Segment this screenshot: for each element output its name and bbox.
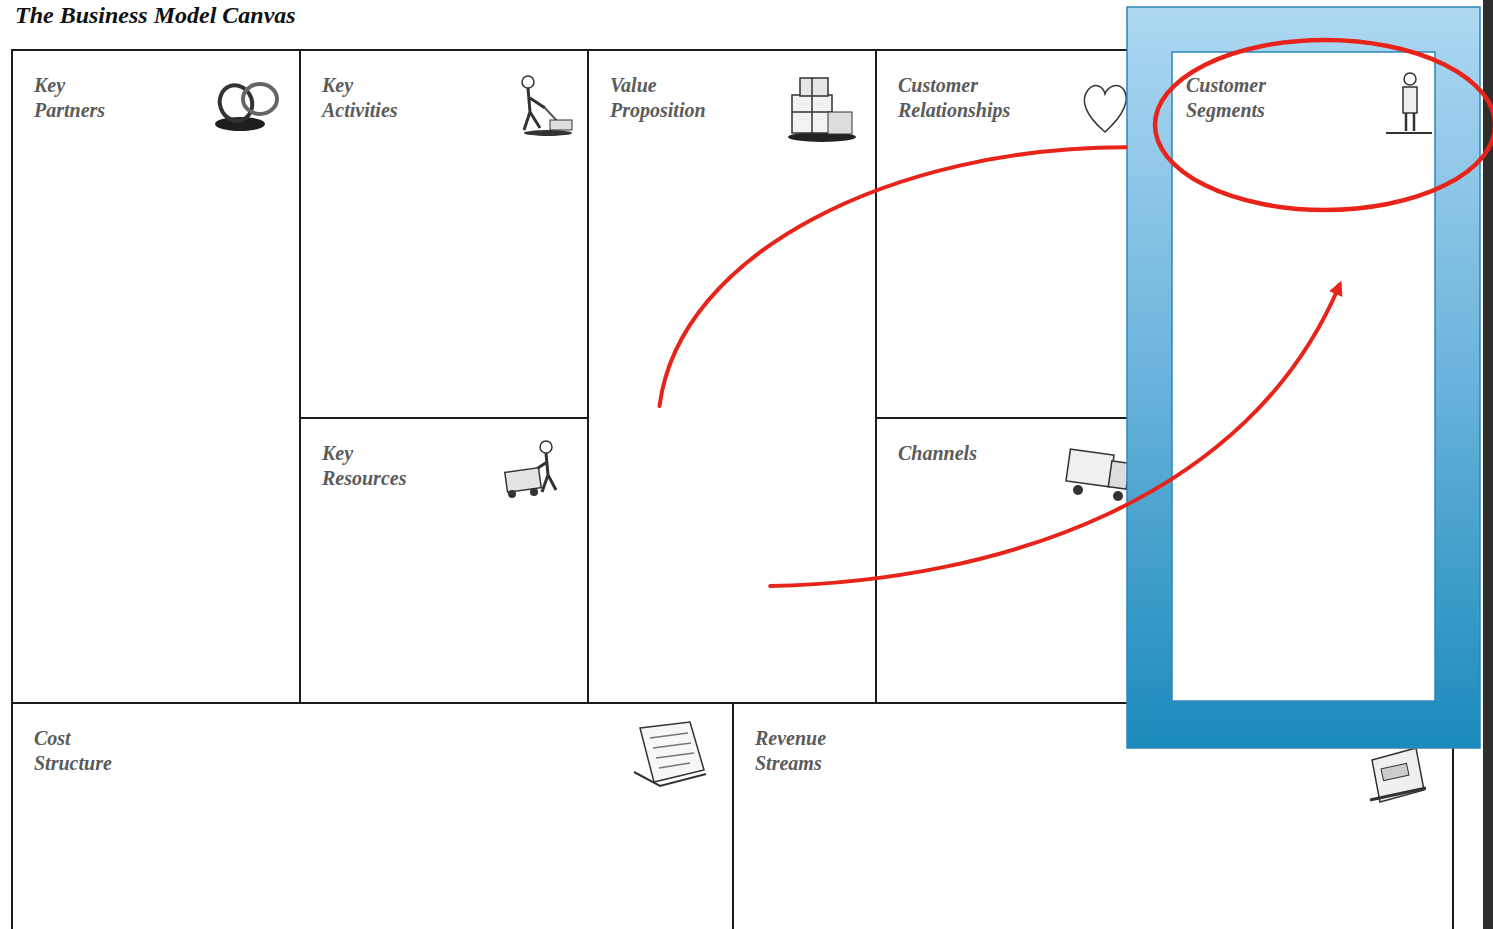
block-heading: Key Resources <box>322 441 406 491</box>
relationships-icon <box>1084 86 1126 132</box>
resources-icon <box>505 441 556 498</box>
segments-icon <box>1386 73 1432 133</box>
canvas-block: Key Activities <box>299 49 589 419</box>
revenue-icon <box>1370 748 1426 802</box>
canvas-title: The Business Model Canvas <box>15 1 296 29</box>
cost-icon <box>634 722 706 786</box>
highlight-ellipse <box>1155 40 1493 210</box>
block-heading: Value Proposition <box>610 73 706 123</box>
block-heading: Key Partners <box>34 73 105 123</box>
highlight-frame <box>1127 7 1480 748</box>
canvas-block: Value Proposition <box>587 49 877 704</box>
block-heading: Cost Structure <box>34 726 112 776</box>
block-heading: Customer Relationships <box>898 73 1010 123</box>
block-heading: Customer Segments <box>1186 73 1266 123</box>
partners-icon <box>215 81 277 131</box>
canvas-block: Channels <box>875 417 1165 704</box>
channels-icon <box>1066 449 1130 501</box>
block-heading: Revenue Streams <box>755 726 826 776</box>
flow-arrow <box>660 147 1126 406</box>
block-heading: Channels <box>898 441 977 466</box>
value-icon <box>788 78 856 142</box>
canvas-block: Key Partners <box>11 49 301 704</box>
activities-icon <box>522 76 572 136</box>
flow-arrow <box>770 285 1339 586</box>
canvas-block: Cost Structure <box>11 702 734 929</box>
block-heading: Key Activities <box>322 73 398 123</box>
canvas-block: Customer Segments <box>1163 49 1454 704</box>
